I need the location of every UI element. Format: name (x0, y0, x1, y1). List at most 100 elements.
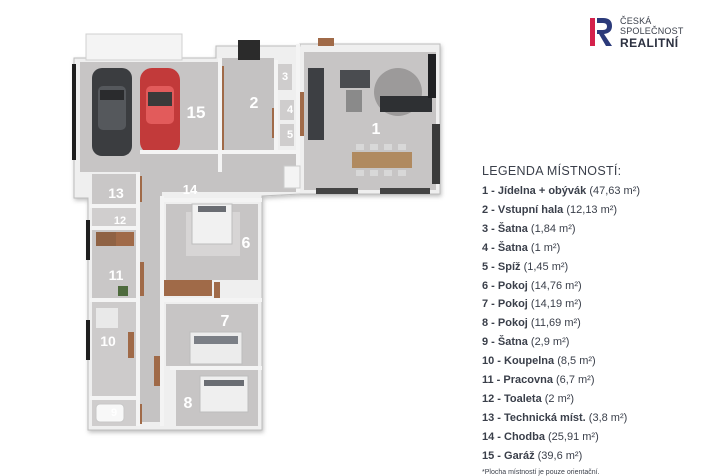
room-label-3: 3 (282, 71, 288, 83)
entrance-door (238, 40, 260, 60)
legend-item-area: (1,45 m²) (523, 260, 569, 273)
legend-item-area: (47,63 m²) (589, 185, 641, 197)
legend-item-label: 2 - Vstupní hala (482, 203, 567, 216)
legend-item: 14 - Chodba (25,91 m²) (482, 428, 697, 447)
corridor-vertical-floor (140, 190, 162, 422)
living-room-furniture (238, 40, 440, 194)
legend-list: 1 - Jídelna + obývák (47,63 m²) 2 - Vstup… (482, 182, 697, 466)
room-label-7: 7 (221, 313, 230, 330)
fridge (283, 165, 301, 189)
sofa (380, 96, 432, 112)
bedroom-furniture (72, 64, 249, 423)
legend-item: 12 - Toaleta (2 m²) (482, 390, 697, 409)
legend-item-area: (6,7 m²) (556, 374, 595, 387)
logo-line-1: ČESKÁ (620, 16, 652, 26)
plant (118, 286, 128, 296)
room-label-2: 2 (250, 95, 259, 112)
legend-title: LEGENDA MÍSTNOSTÍ: (482, 164, 622, 178)
legend-item-area: (2 m²) (544, 392, 575, 405)
legend-item: 6 - Pokoj (14,76 m²) (482, 277, 697, 296)
legend-item-label: 3 - Šatna (482, 222, 531, 235)
kitchen-island (340, 70, 370, 88)
legend-item: 13 - Technická míst. (3,8 m²) (482, 409, 697, 428)
legend-item-area: (12,13 m²) (566, 203, 618, 216)
legend-item-area: (2,9 m²) (530, 336, 570, 349)
living-window-bar (432, 124, 440, 184)
legend-item-label: 6 - Pokoj (482, 279, 531, 292)
room-label-13: 13 (108, 185, 124, 201)
legend-item: 10 - Koupelna (8,5 m²) (482, 352, 697, 371)
room-legend: LEGENDA MÍSTNOSTÍ: 1 - Jídelna + obývák … (482, 164, 697, 476)
company-logo: ČESKÁ SPOLEČNOST REALITNÍ (588, 16, 698, 50)
room-label-15: 15 (187, 103, 206, 122)
legend-item-area: (3,8 m²) (588, 411, 628, 424)
legend-item: 4 - Šatna (1 m²) (482, 239, 697, 258)
room-label-14: 14 (183, 182, 198, 197)
legend-item-label: 15 - Garáž (482, 449, 538, 462)
legend-item-area: (8,5 m²) (557, 355, 596, 368)
garage-door (85, 33, 183, 61)
room-label-6: 6 (242, 235, 251, 252)
legend-item-label: 1 - Jídelna + obývák (482, 185, 590, 197)
legend-item-label: 8 - Pokoj (482, 317, 531, 330)
dining-chairs (356, 144, 406, 176)
legend-item: 5 - Spíž (1,45 m²) (482, 258, 697, 277)
tv (428, 54, 436, 98)
legend-item-area: (1,84 m²) (530, 222, 576, 235)
logo-mark-icon (590, 18, 612, 46)
garage-details (85, 33, 183, 156)
legend-item: 2 - Vstupní hala (12,13 m²) (482, 201, 697, 220)
room-label-4: 4 (287, 104, 294, 116)
floor-plan: 15 2 3 4 5 1 13 14 12 6 11 7 10 8 9 (72, 33, 441, 431)
legend-item-area: (39,6 m²) (537, 449, 583, 462)
legend-item-area: (25,91 m²) (548, 430, 599, 443)
room-label-12: 12 (114, 215, 126, 227)
shower (96, 308, 118, 328)
pantry-floor (280, 124, 294, 146)
legend-item-label: 4 - Šatna (482, 241, 531, 254)
kitchen-counter (308, 68, 324, 140)
logo-line-3: REALITNÍ (620, 36, 679, 50)
legend-item: 3 - Šatna (1,84 m²) (482, 220, 697, 239)
toilet-floor (92, 208, 136, 226)
logo-line-2: SPOLEČNOST (620, 26, 684, 36)
legend-item: 11 - Pracovna (6,7 m²) (482, 371, 697, 390)
legend-item-label: 7 - Pokoj (482, 298, 531, 311)
legend-item-area: (14,76 m²) (530, 279, 582, 292)
red-car-icon (140, 68, 180, 154)
dining-table (352, 152, 412, 168)
legend-item-label: 10 - Koupelna (482, 355, 558, 368)
legend-item: 9 - Šatna (2,9 m²) (482, 333, 697, 352)
legend-item-label: 5 - Spíž (482, 260, 524, 273)
desk (96, 232, 116, 246)
room-numbers: 15 2 3 4 5 1 13 14 12 6 11 7 10 8 9 (100, 71, 380, 419)
legend-item-area: (11,69 m²) (530, 317, 581, 330)
room-label-10: 10 (100, 333, 116, 349)
interior-walls (90, 44, 300, 426)
logo-text: ČESKÁ SPOLEČNOST REALITNÍ (620, 16, 684, 50)
window-left-1 (72, 64, 76, 160)
room-label-5: 5 (287, 129, 293, 141)
room-label-1: 1 (372, 121, 381, 138)
legend-item-label: 14 - Chodba (482, 430, 549, 443)
bathtub (95, 403, 125, 423)
tech-room-floor (92, 174, 136, 204)
legend-item-label: 13 - Technická míst. (482, 411, 589, 424)
room-label-11: 11 (109, 267, 124, 283)
terrace-door-2 (380, 188, 430, 194)
window-left-3 (86, 320, 90, 360)
legend-note: *Plocha místností je pouze orientační. (482, 468, 600, 476)
legend-item: 8 - Pokoj (11,69 m²) (482, 314, 697, 333)
legend-item-label: 12 - Toaleta (482, 392, 545, 405)
room-label-9: 9 (111, 407, 117, 419)
kitchen-unit (346, 90, 362, 112)
legend-item: 7 - Pokoj (14,19 m²) (482, 295, 697, 314)
legend-item-area: (1 m²) (530, 241, 561, 254)
terrace-door (316, 188, 358, 194)
room-label-8: 8 (184, 395, 193, 412)
window-left-2 (86, 220, 90, 260)
legend-item: 15 - Garáž (39,6 m²) (482, 447, 697, 466)
entrance-hall-floor (222, 58, 274, 152)
dark-car-icon (92, 68, 132, 156)
closet-4-floor (280, 100, 294, 120)
